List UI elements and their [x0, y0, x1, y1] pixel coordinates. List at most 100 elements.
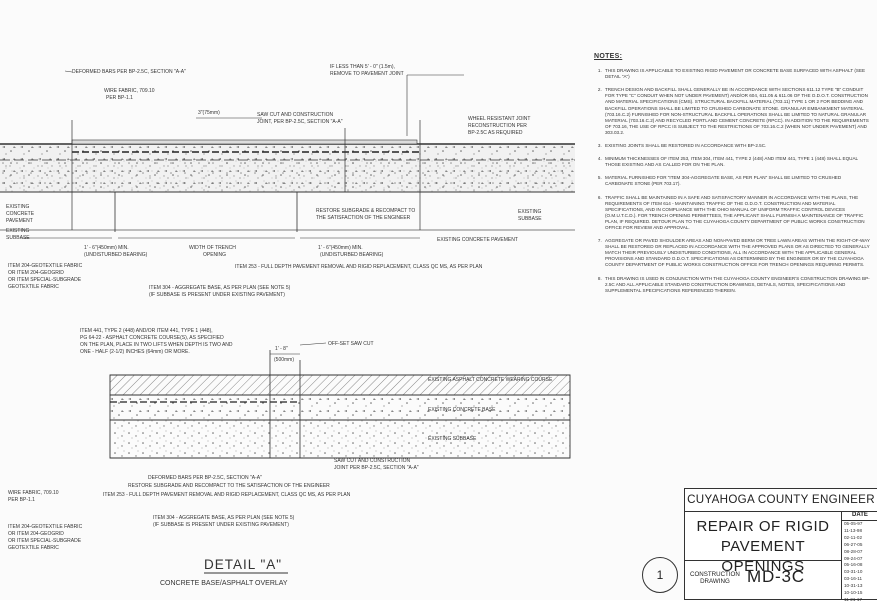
label-sawcut-1: SAW CUT AND CONSTRUCTION	[257, 112, 334, 118]
label-existing-concrete-1: EXISTING	[6, 204, 29, 210]
label-existing-concrete-2: CONCRETE	[6, 211, 35, 217]
drawing-label-line1: CONSTRUCTION	[690, 571, 740, 578]
label-dim-left-1: 1' - 6"(450mm) MIN.	[84, 245, 129, 251]
subbase-layer	[109, 419, 571, 459]
label-wire-fabric: WIRE FABRIC, 709.10	[104, 88, 155, 94]
notes-block: NOTES: THIS DRAWING IS APPLICABLE TO EXI…	[594, 53, 870, 301]
date-entry: 11-13-98	[844, 527, 863, 533]
note-item: TRENCH DESIGN AND BACKFILL SHALL GENERAL…	[603, 87, 870, 136]
label-wheel-2: RECONSTRUCTION PER	[468, 123, 527, 129]
label-item253-bottom: ITEM 253 - FULL DEPTH PAVEMENT REMOVAL A…	[103, 492, 351, 498]
revision-dates: DATE 05-05-97 11-13-98 02-11-02 06-27-05…	[841, 511, 877, 602]
label-dim-75mm: 3"(75mm)	[198, 110, 220, 116]
drawing-number-box: CONSTRUCTION DRAWING MD-3C	[685, 561, 841, 599]
label-existing-concrete-r: EXISTING CONCRETE PAVEMENT	[437, 237, 518, 243]
label-existing-subbase-bottom: EXISTING SUBBASE	[428, 436, 477, 442]
detail-subtitle: CONCRETE BASE/ASPHALT OVERLAY	[160, 580, 288, 587]
label-item204-bottom-2: OR ITEM 204-GEOGRID	[8, 531, 64, 537]
agency-name: CUYAHOGA COUNTY ENGINEER	[685, 489, 877, 512]
label-item304-bottom-1: ITEM 304 - AGGREGATE BASE, AS PER PLAN (…	[153, 515, 295, 521]
label-existing-subbase-r-2: SUBBASE	[518, 216, 542, 222]
label-item204-bottom-3: OR ITEM SPECIAL-SUBGRADE	[8, 538, 82, 544]
label-item441-3: ON THE PLAN, PLACE IN TWO LIFTS WHEN DEP…	[80, 342, 233, 348]
drawing-label: CONSTRUCTION DRAWING	[690, 571, 740, 585]
label-item204-2: OR ITEM 204-GEOGRID	[8, 270, 64, 276]
label-less-than-2: REMOVE TO PAVEMENT JOINT	[330, 71, 404, 77]
date-entry: 10-31-13	[844, 583, 863, 589]
date-entry: 10-10-15	[844, 590, 863, 596]
top-section: DEFORMED BARS PER BP-2.5C, SECTION "A-A"…	[0, 64, 575, 298]
label-dim-width-1: WIDTH OF TRENCH	[189, 245, 236, 251]
label-deformed-bars: DEFORMED BARS PER BP-2.5C, SECTION "A-A"	[72, 69, 186, 75]
label-wire-fabric-per: PER BP-1.1	[106, 95, 133, 101]
date-entry: 11-21-17	[844, 596, 863, 602]
date-entry: 05-05-97	[844, 521, 863, 526]
label-sawcut-2: JOINT, PER BP-2.5C, SECTION "A-A"	[257, 119, 343, 125]
note-item: EXISTING JOINTS SHALL BE RESTORED IN ACC…	[603, 143, 870, 149]
label-wheel-1: WHEEL RESISTANT JOINT	[468, 116, 530, 122]
label-item304-2: (IF SUBBASE IS PRESENT UNDER EXISTING PA…	[149, 292, 285, 298]
label-offset-sawcut: OFF-SET SAW CUT	[328, 341, 374, 347]
label-dim-width-2: OPENING	[203, 252, 226, 258]
label-item441-4: ONE - HALF (2-1/2) INCHES (64mm) OR MORE…	[80, 349, 190, 355]
label-existing-asphalt: EXISTING ASPHALT CONCRETE WEARING COURSE	[428, 377, 553, 383]
label-dim-right-2: (UNDISTURBED BEARING)	[320, 252, 384, 258]
label-item204-bottom-4: GEOTEXTILE FABRIC	[8, 545, 59, 551]
note-item: TRAFFIC SHALL BE MAINTAINED IN A SAFE AN…	[603, 195, 870, 232]
label-wire-fabric-per-bottom: PER BP-1.1	[8, 497, 35, 503]
drawing-title: REPAIR OF RIGID PAVEMENT OPENINGS	[685, 511, 841, 575]
label-wheel-3: BP-2.5C AS REQUIRED	[468, 130, 523, 136]
note-item: AGGREGATE OR PAVED SHOULDER AREAS AND NO…	[603, 238, 870, 268]
drawing-number: MD-3C	[747, 567, 805, 586]
detail-title: DETAIL "A"	[204, 557, 282, 572]
label-item441-1: ITEM 441, TYPE 2 (448) AND/OR ITEM 441, …	[80, 328, 213, 334]
subbase-texture	[0, 160, 575, 192]
label-item441-2: PG 64-22 - ASPHALT CONCRETE COURSE(S), A…	[80, 335, 224, 341]
title-block: CUYAHOGA COUNTY ENGINEER REPAIR OF RIGID…	[684, 488, 877, 602]
drawing-label-line2: DRAWING	[700, 578, 730, 585]
date-entry: 02-11-02	[844, 534, 863, 540]
date-entry: 03-31-10	[844, 569, 863, 575]
label-dim-500mm: (500mm)	[274, 357, 294, 363]
label-existing-concrete-base: EXISTING CONCRETE BASE	[428, 407, 496, 413]
date-entry: 05-16-08	[844, 562, 863, 568]
note-item: MINIMUM THICKNESSES OF ITEM 253, ITEM 30…	[603, 156, 870, 168]
note-item: THIS DRAWING IS USED IN CONJUNCTION WITH…	[603, 276, 870, 294]
label-item304-1: ITEM 304 - AGGREGATE BASE, AS PER PLAN (…	[149, 285, 291, 291]
note-item: THIS DRAWING IS APPLICABLE TO EXISTING R…	[603, 68, 870, 80]
drawing-title-line1: REPAIR OF RIGID	[696, 518, 830, 535]
date-header: DATE	[842, 511, 877, 521]
label-dim-1-8: 1' - 8"	[275, 346, 288, 352]
concrete-base-layer	[109, 394, 571, 421]
sheet-number-circle: 1	[642, 557, 678, 593]
label-existing-concrete-3: PAVEMENT	[6, 218, 33, 224]
label-wire-fabric-bottom: WIRE FABRIC, 709.10	[8, 490, 59, 496]
label-restore-1: RESTORE SUBGRADE & RECOMPACT TO	[316, 208, 415, 214]
label-existing-subbase-r-1: EXISTING	[518, 209, 541, 215]
label-item304-bottom-2: (IF SUBBASE IS PRESENT UNDER EXISTING PA…	[153, 522, 289, 528]
label-existing-subbase-2: SUBBASE	[6, 235, 30, 241]
label-less-than-1: IF LESS THAN 5' - 0" (1.5m),	[330, 64, 395, 70]
label-item204-1: ITEM 204-GEOTEXTILE FABRIC	[8, 263, 83, 269]
label-item204-4: GEOTEXTILE FABRIC	[8, 284, 59, 290]
drawing-title-line2: PAVEMENT OPENINGS	[720, 538, 806, 575]
label-restore-2: THE SATISFACTION OF THE ENGINEER	[316, 215, 411, 221]
label-restore-bottom: RESTORE SUBGRADE AND RECOMPACT TO THE SA…	[128, 483, 330, 489]
label-deformed-bars-bottom: DEFORMED BARS PER BP-2.5C, SECTION "A-A"	[148, 475, 262, 481]
note-item: MATERIAL FURNISHED FOR "ITEM 304-AGGREGA…	[603, 175, 870, 187]
label-existing-subbase-1: EXISTING	[6, 228, 29, 234]
label-dim-left-2: (UNDISTURBED BEARING)	[84, 252, 148, 258]
bottom-section: ITEM 441, TYPE 2 (448) AND/OR ITEM 441, …	[8, 328, 571, 587]
date-entry: 08-28-07	[844, 548, 863, 554]
notes-list: THIS DRAWING IS APPLICABLE TO EXISTING R…	[594, 68, 870, 294]
label-item204-bottom-1: ITEM 204-GEOTEXTILE FABRIC	[8, 524, 83, 530]
label-item253-top: ITEM 253 - FULL DEPTH PAVEMENT REMOVAL A…	[235, 264, 483, 270]
date-entry: 06-27-05	[844, 541, 863, 547]
date-entry: 03-16-11	[844, 576, 863, 582]
label-sawcut-bottom-1: SAW CUT AND CONSTRUCTION	[334, 458, 411, 464]
label-dim-right-1: 1' - 6"(450mm) MIN.	[318, 245, 363, 251]
label-sawcut-bottom-2: JOINT PER BP-2.5C, SECTION "A-A"	[334, 465, 419, 471]
date-entry: 09-24-07	[844, 555, 863, 561]
